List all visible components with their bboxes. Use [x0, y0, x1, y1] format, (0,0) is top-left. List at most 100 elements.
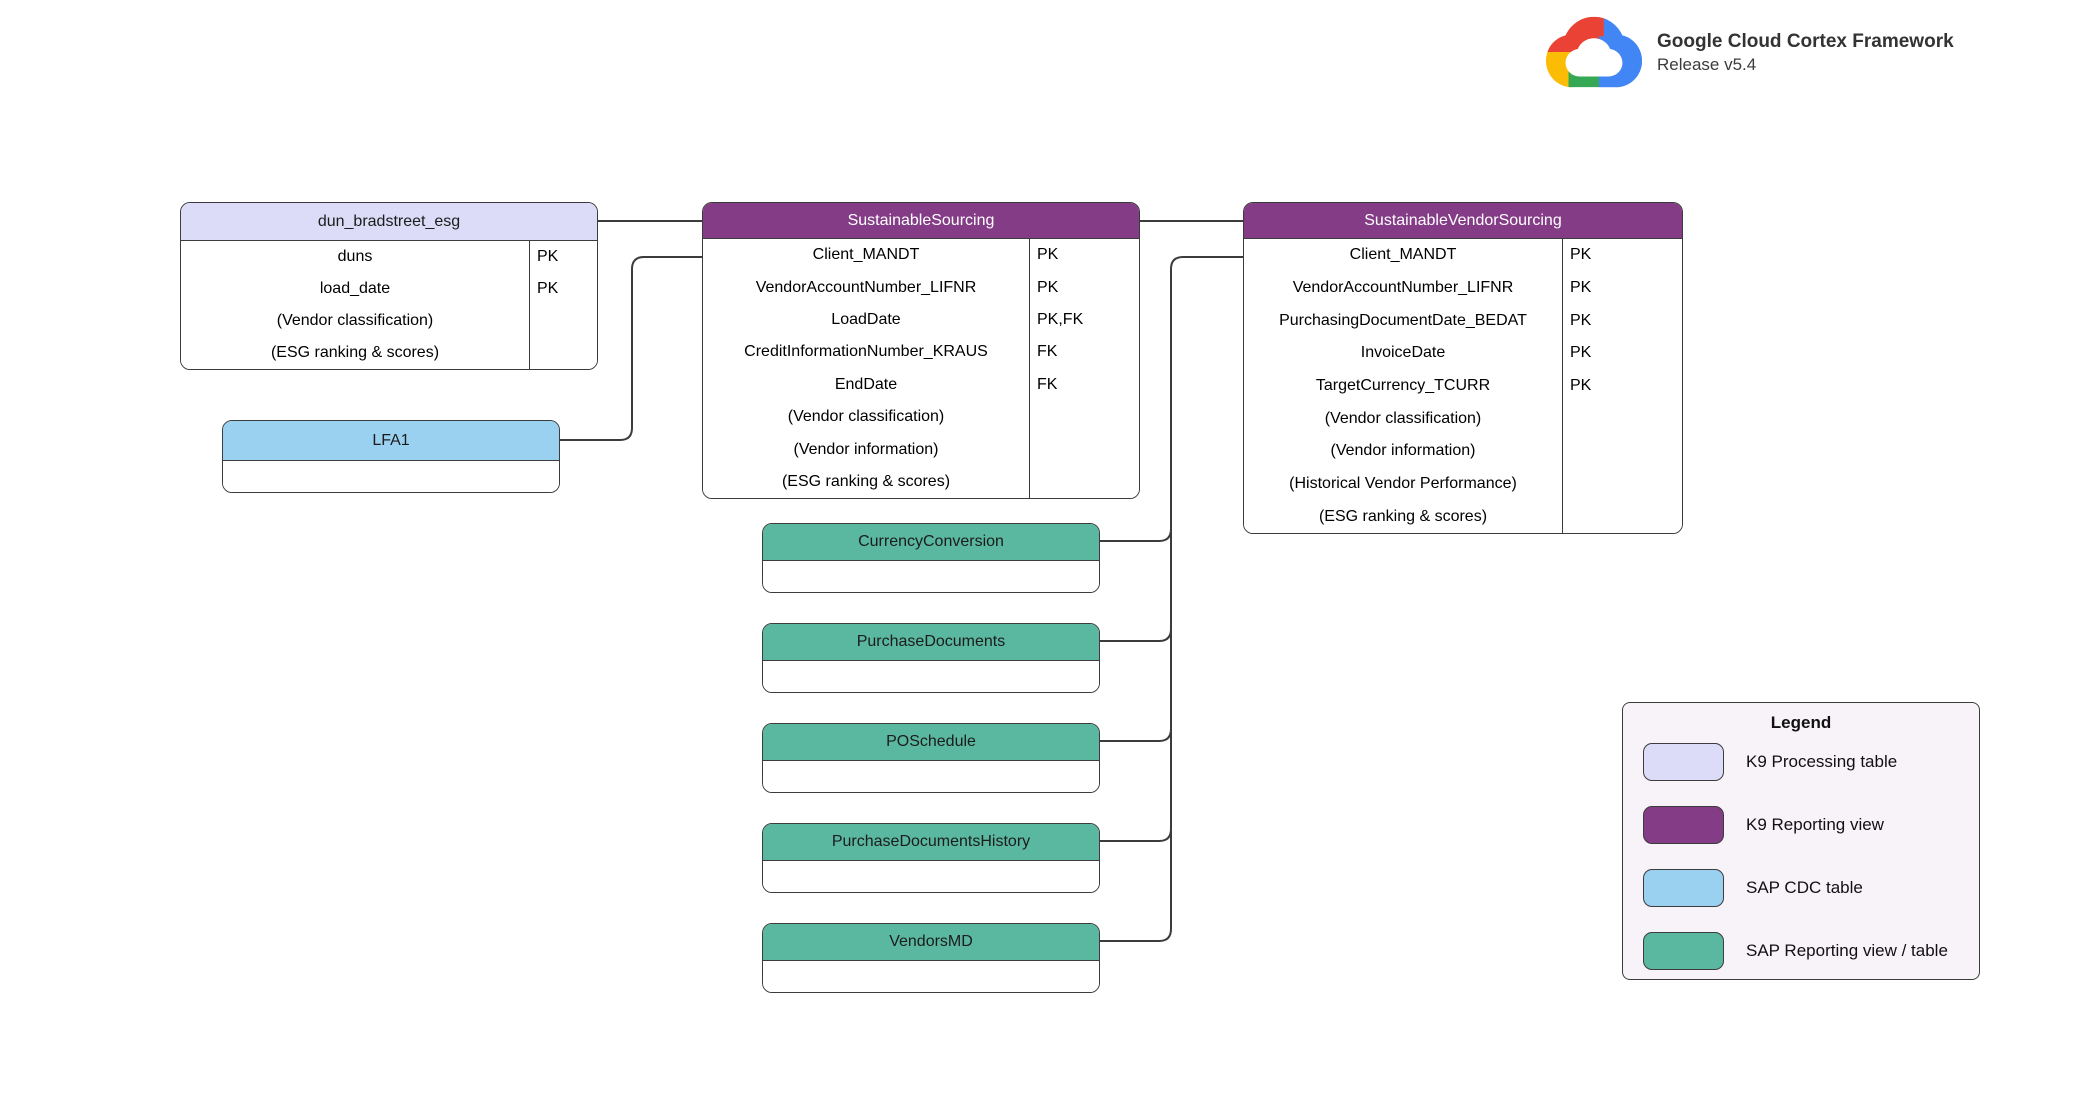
table-row: (Vendor classification): [1244, 402, 1682, 436]
table-body: [763, 861, 1099, 892]
table-row: VendorAccountNumber_LIFNR PK: [1244, 271, 1682, 305]
brand-text: Google Cloud Cortex Framework Release v5…: [1657, 29, 1954, 76]
field-name: duns: [337, 248, 373, 265]
table-body: [763, 661, 1099, 692]
table-header: SustainableSourcing: [703, 203, 1139, 239]
field-name: (Vendor information): [1330, 442, 1476, 460]
field-key: PK: [1029, 239, 1139, 272]
brand-subtitle: Release v5.4: [1657, 54, 1757, 74]
table-row: Client_MANDT PK: [1244, 239, 1682, 272]
table-row: EndDate FK: [703, 368, 1139, 401]
field-key: FK: [1029, 368, 1139, 401]
legend-item-sap-reporting-view: SAP Reporting view / table: [1623, 932, 1979, 970]
connector-lfa1-sustainablesourcing: [560, 256, 702, 441]
field-name: (Vendor classification): [276, 312, 434, 329]
table-sustainablevendorsourcing[interactable]: SustainableVendorSourcing Client_MANDT P…: [1243, 202, 1683, 535]
legend-item-sap-cdc-table: SAP CDC table: [1623, 869, 1979, 907]
table-vendorsmd[interactable]: VendorsMD: [762, 923, 1100, 993]
table-lfa1[interactable]: LFA1: [222, 420, 560, 493]
field-name: CreditInformationNumber_KRAUS: [744, 343, 988, 361]
connector-currencyconversion-trunk: [1100, 528, 1172, 542]
field-name: (Historical Vendor Performance): [1289, 475, 1517, 493]
field-name: (ESG ranking & scores): [781, 472, 951, 490]
table-row: (Vendor information): [703, 433, 1139, 466]
legend-label: SAP Reporting view / table: [1746, 941, 1948, 960]
table-row: PurchasingDocumentDate_BEDAT PK: [1244, 304, 1682, 338]
table-row: (Historical Vendor Performance): [1244, 467, 1682, 501]
field-key: PK: [1562, 304, 1682, 338]
sap-reporting-swatch: [1643, 932, 1724, 970]
table-currencyconversion[interactable]: CurrencyConversion: [762, 523, 1100, 593]
k9-reporting-swatch: [1643, 806, 1724, 844]
table-row: (ESG ranking & scores): [703, 465, 1139, 499]
field-name: load_date: [319, 280, 391, 297]
table-row: Client_MANDT PK: [703, 239, 1139, 272]
table-row: (Vendor information): [1244, 435, 1682, 468]
k9-processing-swatch: [1643, 743, 1724, 781]
field-name: (Vendor information): [793, 440, 939, 458]
field-key: PK: [1562, 369, 1682, 403]
table-header: PurchaseDocumentsHistory: [763, 824, 1099, 861]
table-row: LoadDate PK,FK: [703, 303, 1139, 337]
table-row: VendorAccountNumber_LIFNR PK: [703, 271, 1139, 304]
table-row: (ESG ranking & scores): [1244, 500, 1682, 534]
legend: Legend K9 Processing table K9 Reporting …: [1622, 702, 1980, 980]
table-row: TargetCurrency_TCURR PK: [1244, 369, 1682, 403]
sap-cdc-swatch: [1643, 869, 1724, 907]
field-key: [1562, 500, 1682, 534]
brand-title: Google Cloud Cortex Framework: [1657, 30, 1954, 52]
field-name: VendorAccountNumber_LIFNR: [755, 278, 977, 296]
connector-purchasedocumentshistory-trunk: [1100, 828, 1172, 842]
field-name: EndDate: [834, 375, 898, 393]
field-key: [529, 305, 597, 337]
field-name: InvoiceDate: [1360, 344, 1446, 362]
table-header: POSchedule: [763, 724, 1099, 761]
field-key: PK: [1562, 239, 1682, 272]
table-row: (ESG ranking & scores): [181, 337, 597, 369]
field-key: PK: [529, 273, 597, 305]
legend-label: K9 Processing table: [1746, 752, 1898, 771]
connector-purchasedocuments-trunk: [1100, 628, 1172, 642]
field-name: Client_MANDT: [1349, 246, 1457, 264]
field-name: TargetCurrency_TCURR: [1315, 377, 1491, 395]
google-cloud-logo-icon: [1545, 16, 1643, 88]
field-name: VendorAccountNumber_LIFNR: [1292, 279, 1514, 297]
field-name: (ESG ranking & scores): [1318, 507, 1488, 525]
table-purchasedocuments[interactable]: PurchaseDocuments: [762, 623, 1100, 693]
field-key: PK: [1029, 271, 1139, 304]
legend-item-k9-reporting-view: K9 Reporting view: [1623, 806, 1979, 844]
legend-label: SAP CDC table: [1746, 878, 1863, 897]
field-name: (ESG ranking & scores): [270, 344, 440, 361]
legend-title: Legend: [1770, 713, 1832, 732]
field-name: (Vendor classification): [1324, 409, 1482, 427]
field-name: LoadDate: [831, 310, 901, 328]
table-row: CreditInformationNumber_KRAUS FK: [703, 336, 1139, 369]
field-key: PK,FK: [1029, 303, 1139, 337]
field-key: [1562, 467, 1682, 501]
table-row: InvoiceDate PK: [1244, 337, 1682, 370]
brand-header: Google Cloud Cortex Framework Release v5…: [1545, 10, 1954, 94]
legend-item-k9-processing-table: K9 Processing table: [1623, 743, 1979, 781]
field-key: [1029, 400, 1139, 434]
table-poschedule[interactable]: POSchedule: [762, 723, 1100, 793]
table-row: load_date PK: [181, 273, 597, 305]
field-key: [1562, 402, 1682, 436]
legend-label: K9 Reporting view: [1746, 815, 1884, 834]
table-header: dun_bradstreet_esg: [181, 203, 597, 241]
field-key: [1029, 465, 1139, 499]
table-sustainablesourcing[interactable]: SustainableSourcing Client_MANDT PK Vend…: [702, 202, 1140, 500]
table-body: [223, 461, 559, 492]
field-name: (Vendor classification): [787, 408, 945, 426]
field-key: FK: [1029, 336, 1139, 369]
connector-poschedule-trunk: [1100, 728, 1172, 742]
table-body: Client_MANDT PK VendorAccountNumber_LIFN…: [1244, 239, 1682, 534]
table-header: LFA1: [223, 421, 559, 461]
table-purchasedocumentshistory[interactable]: PurchaseDocumentsHistory: [762, 823, 1100, 893]
field-name: PurchasingDocumentDate_BEDAT: [1279, 311, 1527, 329]
table-dun-bradstreet-esg[interactable]: dun_bradstreet_esg duns PK load_date PK …: [180, 202, 598, 370]
table-body: duns PK load_date PK (Vendor classificat…: [181, 241, 597, 369]
field-key: PK: [529, 241, 597, 273]
field-key: [1562, 435, 1682, 468]
field-key: [529, 337, 597, 369]
